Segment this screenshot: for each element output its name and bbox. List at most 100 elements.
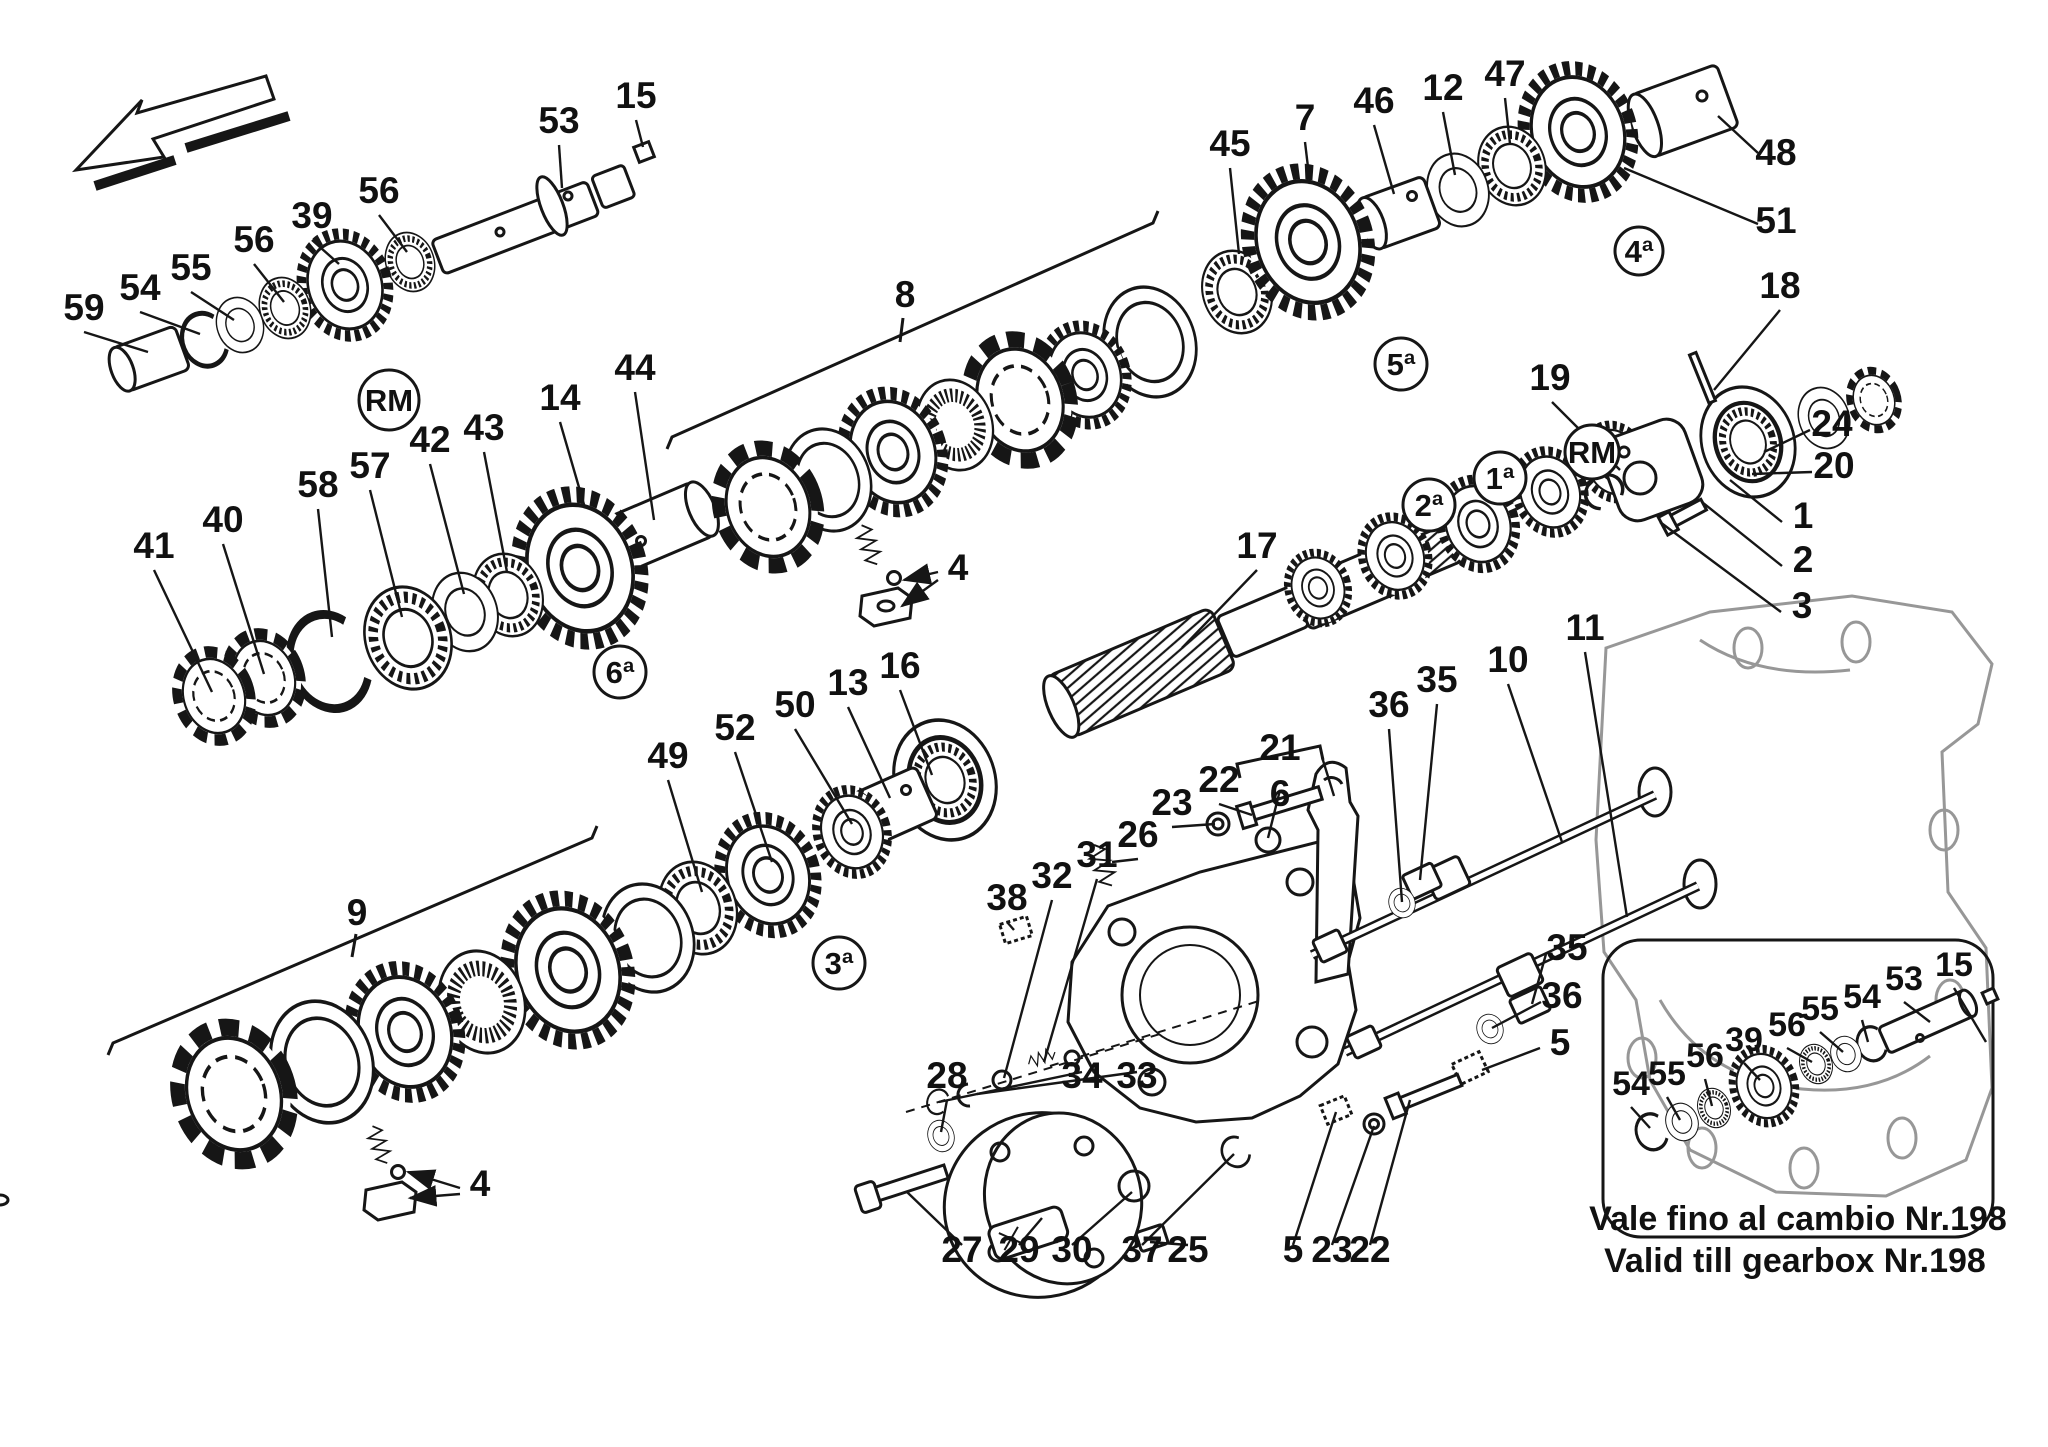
inset-label-54a: 54	[1612, 1065, 1650, 1103]
inset-label-53: 53	[1885, 960, 1923, 998]
label-33: 33	[1116, 1055, 1157, 1096]
label-3: 3	[1792, 585, 1813, 626]
label-54: 54	[119, 267, 161, 308]
inset-box: 54 55 56 39 56 55 54 53 15 Vale fino al …	[1589, 938, 2007, 1280]
label-35a: 35	[1416, 659, 1457, 700]
svg-text:RM: RM	[1568, 435, 1616, 470]
oil-pump-assembly	[905, 760, 1362, 1124]
index-brackets	[106, 210, 1336, 1056]
label-38: 38	[986, 877, 1027, 918]
badge-1a: 1ª	[1472, 450, 1528, 506]
label-55: 55	[170, 247, 211, 288]
label-44: 44	[614, 347, 656, 388]
inset-note-italian: Vale fino al cambio Nr.198	[1589, 1200, 2007, 1238]
gear-badges: RM RM 1ª 2ª 3ª 4ª 5ª 6ª	[357, 225, 1665, 991]
label-32: 32	[1031, 855, 1072, 896]
label-47: 47	[1484, 53, 1525, 94]
label-17: 17	[1236, 525, 1277, 566]
inset-label-15: 15	[1935, 946, 1973, 984]
label-15: 15	[615, 75, 656, 116]
label-26: 26	[1117, 814, 1158, 855]
label-58: 58	[297, 464, 338, 505]
label-4a: 4	[948, 547, 969, 588]
label-56b: 56	[233, 219, 274, 260]
label-6: 6	[1270, 773, 1291, 814]
top-gear-row	[1229, 53, 1739, 329]
label-25: 25	[1167, 1229, 1208, 1270]
label-18: 18	[1759, 265, 1800, 306]
label-37: 37	[1121, 1229, 1162, 1270]
label-20: 20	[1813, 445, 1854, 486]
label-8: 8	[895, 274, 916, 315]
badge-4a: 4ª	[1613, 225, 1665, 277]
label-27: 27	[941, 1229, 982, 1270]
label-23a: 23	[1151, 782, 1192, 823]
selector-rods	[1309, 790, 1701, 1136]
label-30: 30	[1051, 1229, 1092, 1270]
label-21: 21	[1259, 727, 1300, 768]
label-56a: 56	[358, 170, 399, 211]
label-49: 49	[647, 735, 688, 776]
label-36b: 36	[1541, 975, 1582, 1016]
badge-3a: 3ª	[811, 935, 867, 991]
label-7: 7	[1295, 97, 1316, 138]
label-22b: 22	[1349, 1229, 1390, 1270]
label-14: 14	[539, 377, 581, 418]
label-9: 9	[347, 892, 368, 933]
label-2: 2	[1793, 539, 1814, 580]
direction-arrow-icon	[71, 74, 291, 191]
badge-5a: 5ª	[1373, 336, 1429, 392]
inset-label-55a: 55	[1648, 1055, 1686, 1093]
svg-text:3ª: 3ª	[825, 946, 854, 981]
label-39: 39	[291, 195, 332, 236]
label-51: 51	[1755, 200, 1796, 241]
inset-label-56a: 56	[1686, 1037, 1724, 1075]
svg-text:5ª: 5ª	[1387, 347, 1416, 382]
label-29: 29	[998, 1229, 1039, 1270]
inset-label-54b: 54	[1843, 978, 1881, 1016]
badge-rm-right: RM	[1563, 423, 1621, 481]
svg-text:RM: RM	[365, 383, 413, 418]
label-22a: 22	[1198, 759, 1239, 800]
label-16: 16	[879, 645, 920, 686]
label-42: 42	[409, 419, 450, 460]
svg-text:4ª: 4ª	[1625, 234, 1654, 269]
label-13: 13	[827, 662, 868, 703]
svg-text:2ª: 2ª	[1415, 488, 1444, 523]
label-4b: 4	[470, 1163, 491, 1204]
label-1: 1	[1793, 495, 1814, 536]
main-shaft-assembly	[1042, 350, 1906, 739]
inset-label-56b: 56	[1768, 1006, 1806, 1044]
inset-assembly	[1629, 986, 2000, 1156]
lay-shaft-assembly	[107, 139, 657, 393]
label-35b: 35	[1546, 927, 1587, 968]
inset-note-english: Valid till gearbox Nr.198	[1604, 1242, 1986, 1280]
label-23b: 23	[1311, 1229, 1352, 1270]
inset-label-55b: 55	[1801, 990, 1839, 1028]
label-24: 24	[1811, 403, 1853, 444]
label-41: 41	[133, 525, 174, 566]
label-50: 50	[774, 684, 815, 725]
synchro-stack-8	[703, 241, 1283, 628]
label-10: 10	[1487, 639, 1528, 680]
label-57: 57	[349, 445, 390, 486]
badge-6a: 6ª	[592, 644, 648, 700]
label-11: 11	[1565, 607, 1604, 648]
label-48: 48	[1755, 132, 1796, 173]
inset-leader-lines	[1630, 987, 1988, 1129]
label-59: 59	[63, 287, 104, 328]
label-53: 53	[538, 100, 579, 141]
synchro-stack-9	[0, 704, 1014, 1222]
label-34: 34	[1061, 1055, 1103, 1096]
inset-labels: 54 55 56 39 56 55 54 53 15	[1612, 946, 1973, 1103]
label-36a: 36	[1368, 684, 1409, 725]
inset-label-39: 39	[1725, 1021, 1763, 1059]
label-19: 19	[1529, 357, 1570, 398]
label-45: 45	[1209, 123, 1250, 164]
label-12: 12	[1422, 67, 1463, 108]
badge-2a: 2ª	[1401, 477, 1457, 533]
part-labels: 1 2 3 4 4 5 5 6 7 8 9 10 11 12 13 14 15 …	[63, 53, 1854, 1270]
svg-text:1ª: 1ª	[1486, 461, 1515, 496]
